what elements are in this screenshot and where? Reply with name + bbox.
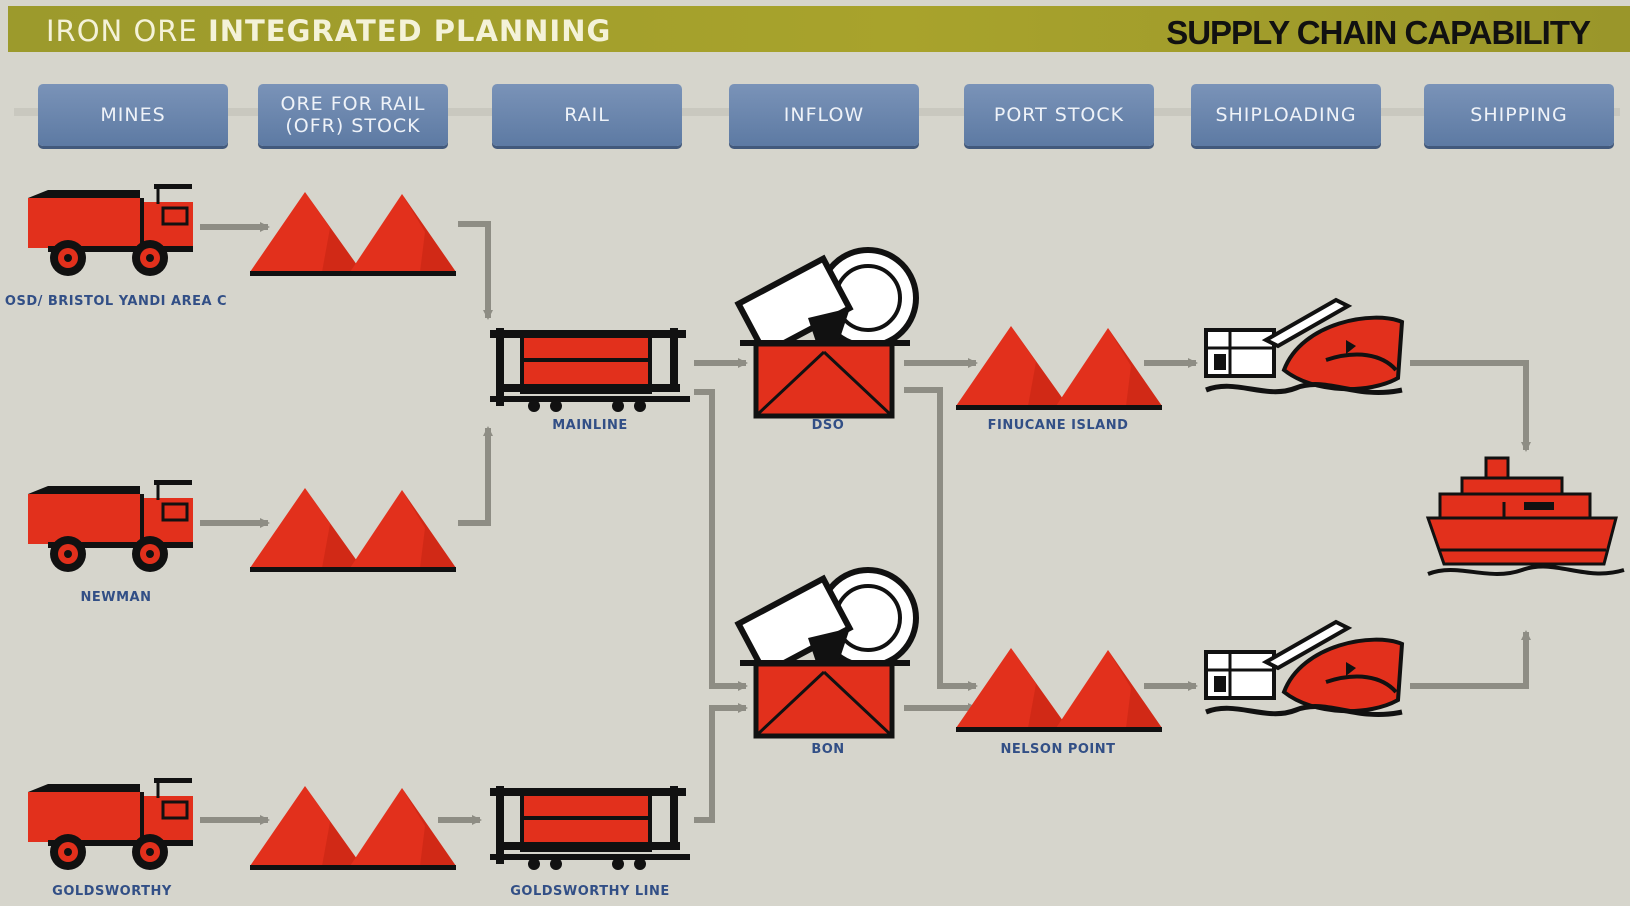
port-stockpile-icon-1: [956, 326, 1162, 410]
ship-icon: [1426, 456, 1626, 576]
label-inflow-2: BON: [811, 742, 845, 757]
label-rail-2: GOLDSWORTHY LINE: [510, 884, 670, 899]
stage-port-stock[interactable]: PORT STOCK: [964, 84, 1154, 146]
ore-stockpile-icon-1: [250, 192, 456, 276]
label-rail-1: MAINLINE: [552, 418, 628, 433]
stage-shipping[interactable]: SHIPPING: [1424, 84, 1614, 146]
shiploader-icon-2: [1206, 622, 1402, 715]
page-subtitle: SUPPLY CHAIN CAPABILITY: [1166, 14, 1591, 51]
stage-shiploading[interactable]: SHIPLOADING: [1191, 84, 1381, 146]
rail-wagon-icon-2: [488, 784, 692, 872]
label-mine-2: NEWMAN: [80, 590, 152, 605]
label-mine-3: GOLDSWORTHY: [52, 884, 172, 899]
haul-truck-icon-3: [26, 776, 195, 872]
label-inflow-1: DSO: [811, 418, 845, 433]
ore-stockpile-icon-3: [250, 786, 456, 870]
port-stockpile-icon-2: [956, 648, 1162, 732]
page-title: IRON ORE INTEGRATED PLANNING: [46, 14, 611, 48]
title-bold: INTEGRATED PLANNING: [207, 14, 612, 48]
car-dumper-icon-1: [738, 250, 916, 416]
stage-rail[interactable]: RAIL: [492, 84, 682, 146]
haul-truck-icon-2: [26, 478, 195, 574]
stage-inflow[interactable]: INFLOW: [729, 84, 919, 146]
stage-ofr-stock[interactable]: ORE FOR RAIL (OFR) STOCK: [258, 84, 448, 146]
title-light: IRON ORE: [46, 14, 208, 48]
header-banner: IRON ORE INTEGRATED PLANNING SUPPLY CHAI…: [8, 6, 1630, 52]
shiploader-icon-1: [1206, 300, 1402, 393]
flow-arrows: [200, 221, 1531, 825]
haul-truck-icon-1: [26, 182, 195, 278]
rail-wagon-icon-1: [488, 326, 692, 414]
ore-stockpile-icon-2: [250, 488, 456, 572]
label-port-2: NELSON POINT: [1000, 742, 1116, 757]
label-port-1: FINUCANE ISLAND: [987, 418, 1129, 433]
label-mine-1: OSD/ BRISTOL YANDI AREA C: [4, 294, 228, 309]
stage-mines[interactable]: MINES: [38, 84, 228, 146]
car-dumper-icon-2: [738, 570, 916, 736]
